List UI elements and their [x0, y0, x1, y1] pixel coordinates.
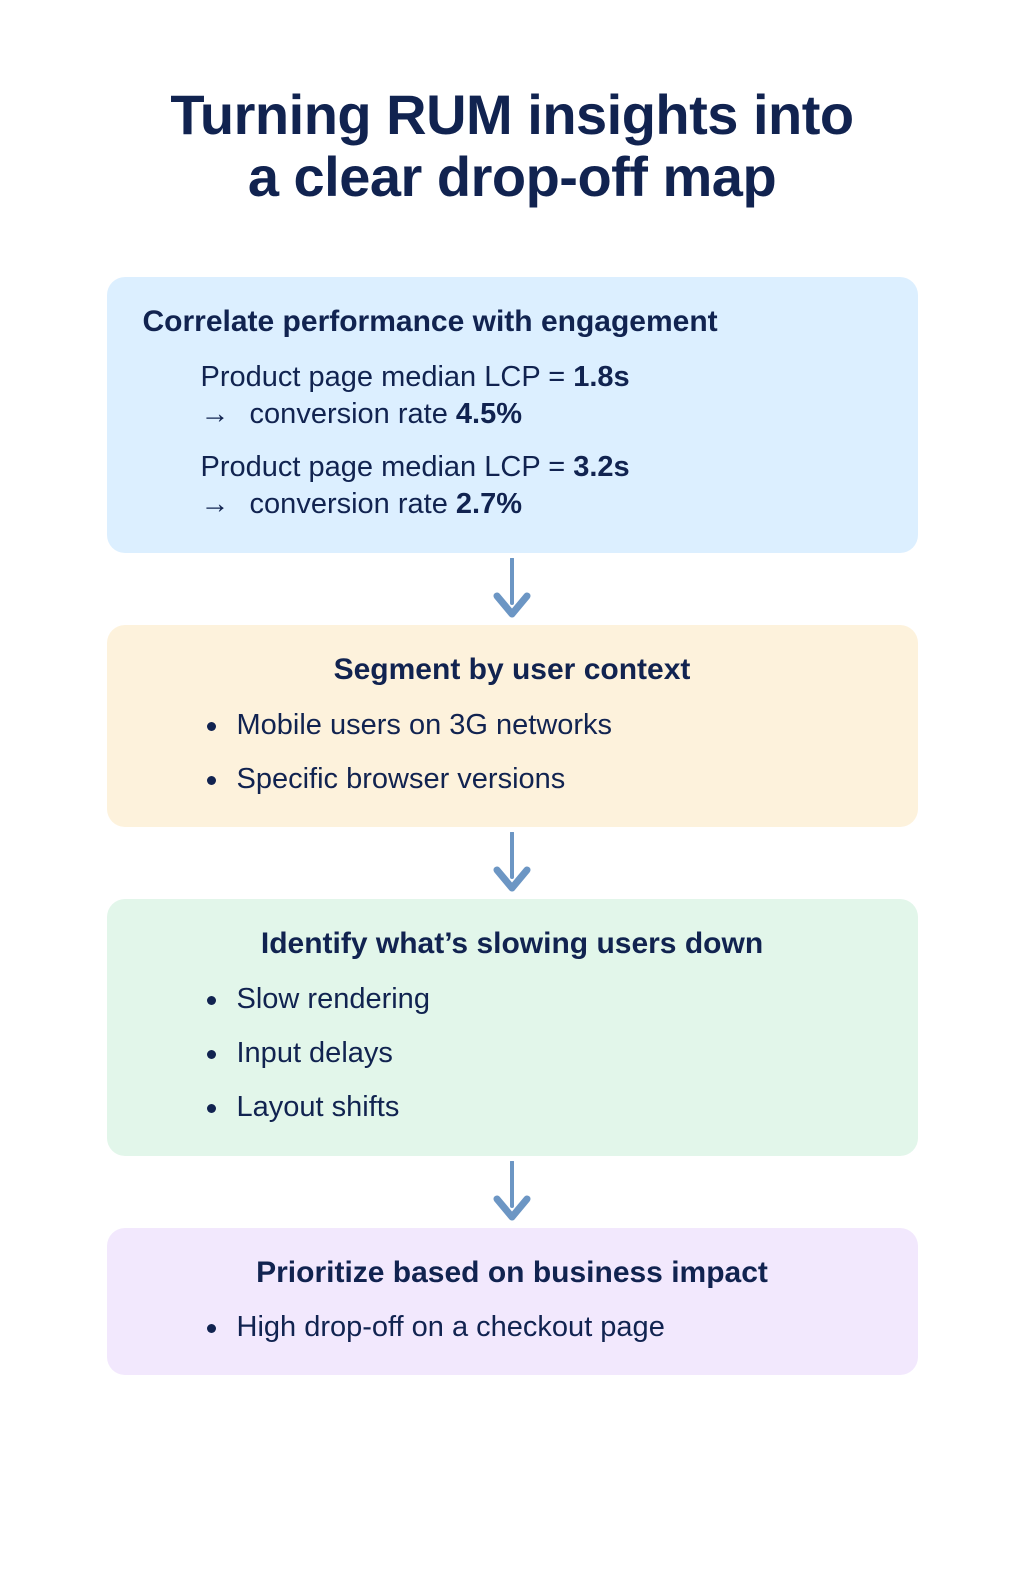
right-arrow-icon: → — [200, 488, 230, 521]
flow-step-correlate-performance: Correlate performance with engagement Pr… — [106, 277, 918, 554]
list-item: High drop-off on a checkout page — [205, 1309, 882, 1345]
stat-row-2-label: Product page median LCP = — [200, 451, 574, 484]
stat-row-1-label: Product page median LCP = — [200, 360, 574, 393]
down-arrow-icon — [493, 558, 531, 618]
stat-row-2-result-value: 2.7% — [455, 488, 522, 521]
page-title-line-1: Turning RUM insights into — [170, 82, 854, 146]
stat-row-1-result: → conversion rate 4.5% — [201, 396, 882, 433]
stat-row-1-result-label: conversion rate — [241, 398, 456, 431]
stat-row-2-value: 3.2s — [573, 451, 630, 484]
connector-arrow-1 — [107, 553, 918, 625]
list-item: Layout shifts — [205, 1089, 882, 1125]
list-item: Specific browser versions — [205, 761, 882, 797]
down-arrow-icon — [493, 832, 531, 892]
flow-step-2-bullets: Mobile users on 3G networks Specific bro… — [143, 707, 882, 798]
page-title-line-2: a clear drop-off map — [247, 145, 777, 209]
flow-diagram: Correlate performance with engagement Pr… — [106, 246, 918, 1376]
flow-step-3-heading: Identify what’s slowing users down — [260, 927, 764, 961]
flow-step-segment-by-user-context: Segment by user context Mobile users on … — [106, 625, 918, 828]
list-item: Slow rendering — [205, 981, 882, 1017]
infographic-page: Turning RUM insights into a clear drop-o… — [0, 38, 1024, 1574]
flow-step-4-bullets: High drop-off on a checkout page — [143, 1309, 882, 1345]
flow-step-prioritize-business-impact: Prioritize based on business impact High… — [106, 1227, 918, 1376]
list-item: Input delays — [205, 1035, 882, 1071]
connector-arrow-2 — [107, 827, 918, 899]
flow-step-3-bullets: Slow rendering Input delays Layout shift… — [143, 981, 882, 1126]
flow-step-2-heading: Segment by user context — [333, 653, 691, 687]
flow-step-1-heading: Correlate performance with engagement — [142, 305, 718, 339]
stat-row-1-condition: Product page median LCP = 1.8s — [201, 359, 882, 396]
page-title: Turning RUM insights into a clear drop-o… — [0, 38, 1024, 209]
down-arrow-icon — [493, 1160, 531, 1221]
connector-arrow-3 — [107, 1156, 918, 1228]
list-item: Mobile users on 3G networks — [205, 707, 882, 743]
flow-step-identify-slowdowns: Identify what’s slowing users down Slow … — [106, 899, 918, 1156]
right-arrow-icon: → — [200, 398, 230, 431]
stat-row-1-value: 1.8s — [573, 360, 630, 393]
flow-step-1-stats: Product page median LCP = 1.8s → convers… — [143, 359, 882, 523]
stat-row-2-result: → conversion rate 2.7% — [201, 486, 882, 523]
stat-row-2-condition: Product page median LCP = 3.2s — [201, 449, 882, 486]
stat-row-1-result-value: 4.5% — [455, 398, 522, 431]
stat-row-2-result-label: conversion rate — [241, 488, 456, 521]
flow-step-4-heading: Prioritize based on business impact — [256, 1255, 768, 1289]
